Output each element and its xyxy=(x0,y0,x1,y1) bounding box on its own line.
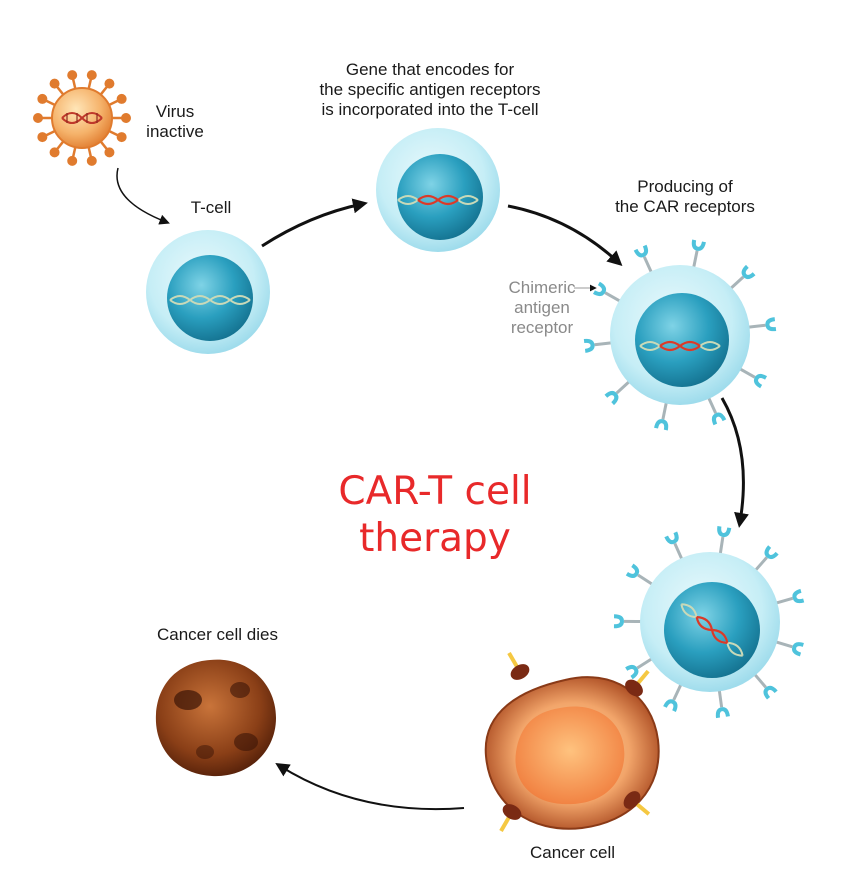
car-receptor-icon xyxy=(715,707,730,719)
virus-spike xyxy=(86,155,97,166)
car-receptor-icon xyxy=(792,588,805,604)
virus-spike xyxy=(37,132,48,143)
virus-spike xyxy=(49,78,60,89)
virus-spike xyxy=(86,70,97,81)
t-cell xyxy=(146,230,270,354)
car-receptor-icon xyxy=(654,419,669,431)
arrow-virus-to-tcell xyxy=(116,167,170,225)
car-receptor-icon xyxy=(717,526,732,538)
car-t-cell xyxy=(583,239,777,431)
dna-icon xyxy=(397,194,479,206)
chimeric-label: Chimeric antigen receptor xyxy=(508,278,576,337)
diagram-title: CAR-T cell therapy xyxy=(338,469,532,561)
virus-spike xyxy=(116,93,127,104)
cancer-antigen-icon xyxy=(510,664,530,680)
virus-spike xyxy=(121,113,131,123)
cancer-dies-label: Cancer cell dies xyxy=(157,625,278,644)
car-receptor-icon xyxy=(763,685,778,700)
car-receptor-icon xyxy=(625,563,640,579)
car-receptor-icon xyxy=(691,239,706,251)
arrow-to-car-cell xyxy=(507,204,623,267)
virus-spike xyxy=(104,78,115,89)
cancer-antigen-icon xyxy=(502,804,522,820)
cancer-cell-label: Cancer cell xyxy=(530,843,616,862)
car-receptor-icon xyxy=(741,264,756,280)
car-receptor-icon xyxy=(625,664,639,680)
car-receptor-icon xyxy=(604,390,619,406)
arrow-tcell-to-modified-cell xyxy=(261,198,368,248)
virus-spike xyxy=(104,147,115,158)
gene-label: Gene that encodes for the specific antig… xyxy=(319,60,541,119)
cancer-cell xyxy=(484,651,660,833)
virus-icon xyxy=(33,70,131,166)
car-receptor-icon xyxy=(633,244,649,258)
car-receptor-icon xyxy=(583,338,595,353)
cancer-antigen-icon xyxy=(625,679,643,697)
car-receptor-icon xyxy=(765,317,777,332)
attacking-car-t-cell xyxy=(613,526,805,719)
dna-icon xyxy=(639,340,721,352)
modified-t-cell xyxy=(376,128,500,252)
virus-spike xyxy=(49,147,60,158)
car-receptor-icon xyxy=(613,614,625,629)
virus-spike xyxy=(33,113,43,123)
car-receptor-icon xyxy=(711,412,727,426)
arrow-to-dead-cell xyxy=(275,763,465,811)
car-receptor-icon xyxy=(764,545,779,560)
arrow-to-attacking-cell xyxy=(720,397,749,528)
dna-icon xyxy=(680,603,744,657)
virus-label: Virus inactive xyxy=(146,102,204,141)
car-receptor-icon xyxy=(753,373,768,389)
virus-spike xyxy=(37,93,48,104)
dead-cancer-cell xyxy=(155,659,276,777)
virus-spike xyxy=(67,70,78,81)
car-receptor-icon xyxy=(792,642,804,657)
virus-spike xyxy=(67,155,78,166)
cancer-antigen-icon xyxy=(623,791,641,809)
car-receptor-icon xyxy=(592,281,607,297)
producing-label: Producing of the CAR receptors xyxy=(615,177,755,216)
car-receptor-icon xyxy=(664,531,679,545)
virus-dna-icon xyxy=(61,112,103,124)
tcell-label: T-cell xyxy=(190,198,232,217)
dna-icon xyxy=(169,295,251,305)
car-receptor-icon xyxy=(663,699,678,712)
virus-spike xyxy=(116,132,127,143)
